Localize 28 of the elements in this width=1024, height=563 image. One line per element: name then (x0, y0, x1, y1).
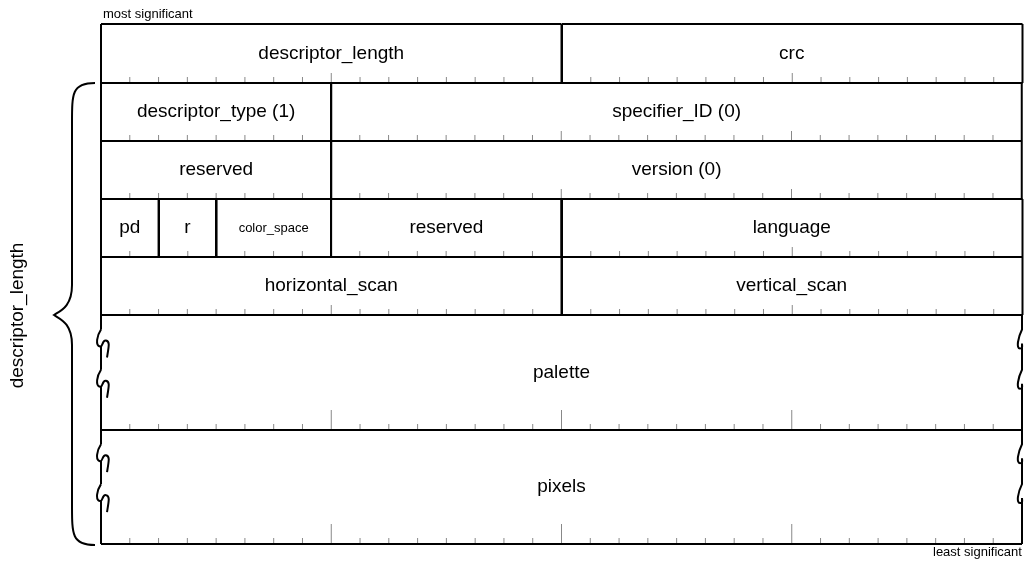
bit-field (331, 199, 562, 257)
field-label: r (183, 216, 192, 239)
field-label: color_space (237, 219, 310, 235)
field-label: reserved (178, 158, 255, 181)
bit-field (331, 83, 1022, 141)
field-label: horizontal_scan (263, 274, 399, 297)
field-label: crc (778, 41, 806, 64)
field-label: descriptor_length (257, 41, 406, 64)
field-label: specifier_ID (0) (611, 100, 743, 123)
bit-field (101, 83, 332, 141)
field-label: palette (531, 360, 591, 383)
brace-label: descriptor_length (7, 242, 29, 388)
bit-field (101, 141, 332, 199)
bit-field (561, 199, 1022, 257)
bit-field (101, 24, 562, 83)
bit-field (561, 257, 1022, 315)
field-label: language (751, 216, 832, 239)
field-label: pixels (536, 475, 587, 498)
field-label: descriptor_type (1) (135, 100, 297, 123)
bit-field (158, 199, 217, 257)
field-label: pd (118, 216, 142, 239)
field-label: vertical_scan (735, 274, 849, 297)
bit-field (561, 24, 1022, 83)
field-label: reserved (408, 216, 485, 239)
field-label: version (0) (630, 158, 723, 181)
bit-field (216, 199, 332, 257)
bit-field (331, 141, 1022, 199)
bit-field (101, 199, 159, 257)
